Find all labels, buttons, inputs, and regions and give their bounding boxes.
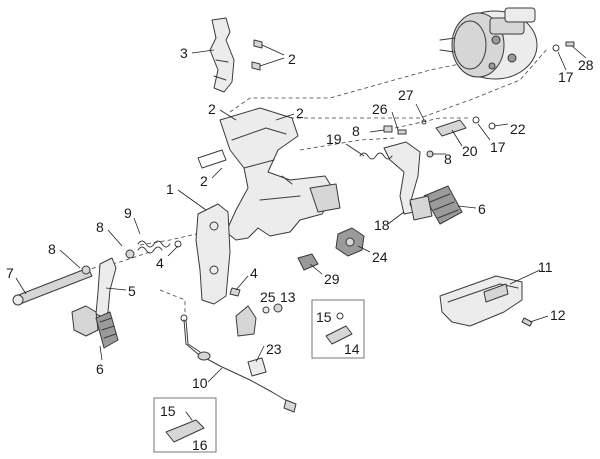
callout-27: 27 bbox=[398, 87, 414, 103]
callout-2-top: 2 bbox=[288, 51, 296, 67]
callout-6-right: 6 bbox=[478, 201, 486, 217]
callout-4-lower: 4 bbox=[250, 265, 258, 281]
screw-12 bbox=[521, 317, 533, 327]
inset-box-14 bbox=[311, 299, 365, 359]
washer-4-left bbox=[174, 240, 182, 248]
clutch-cable bbox=[180, 314, 297, 413]
callout-20: 20 bbox=[462, 143, 478, 159]
callout-18: 18 bbox=[374, 217, 390, 233]
callout-17-mid: 17 bbox=[490, 139, 506, 155]
pedal-cover bbox=[439, 275, 523, 327]
callout-13: 13 bbox=[280, 289, 296, 305]
cable-bracket bbox=[235, 305, 257, 337]
callout-2-left: 2 bbox=[208, 101, 216, 117]
upper-bracket bbox=[209, 17, 235, 93]
pedal-support-plate bbox=[195, 203, 231, 305]
callout-25: 25 bbox=[260, 289, 276, 305]
pivot-shaft bbox=[12, 267, 93, 306]
bushes-8-left bbox=[81, 249, 135, 275]
callout-24: 24 bbox=[372, 249, 388, 265]
callout-15-inset: 15 bbox=[316, 309, 332, 325]
inset-box-16 bbox=[153, 397, 217, 453]
callout-23: 23 bbox=[266, 341, 282, 357]
callout-3: 3 bbox=[180, 45, 188, 61]
callout-6-left: 6 bbox=[96, 361, 104, 377]
callout-22: 22 bbox=[510, 121, 526, 137]
callout-16: 16 bbox=[192, 437, 208, 453]
callout-12: 12 bbox=[550, 307, 566, 323]
brake-pedal bbox=[383, 141, 463, 225]
callout-8-right: 8 bbox=[444, 151, 452, 167]
callout-8-upper: 8 bbox=[96, 219, 104, 235]
bolts-2-top bbox=[251, 39, 263, 71]
callout-29: 29 bbox=[324, 271, 340, 287]
callout-9: 9 bbox=[124, 205, 132, 221]
callout-11: 11 bbox=[538, 259, 553, 275]
callout-15-lower-inset: 15 bbox=[160, 403, 176, 419]
callout-4-left: 4 bbox=[156, 255, 164, 271]
return-spring-19 bbox=[359, 152, 393, 160]
callout-2-right: 2 bbox=[296, 105, 304, 121]
callout-14: 14 bbox=[344, 341, 360, 357]
pedal-box-frame bbox=[197, 107, 341, 241]
callout-7: 7 bbox=[6, 265, 14, 281]
callout-1: 1 bbox=[166, 181, 174, 197]
pedal-position-sensor bbox=[335, 227, 365, 257]
callout-26: 26 bbox=[372, 101, 388, 117]
callout-8-left: 8 bbox=[48, 241, 56, 257]
washer-17-top bbox=[552, 41, 575, 52]
nuts-25-13 bbox=[262, 303, 283, 314]
stop-light-switch bbox=[297, 253, 319, 271]
callout-17-top: 17 bbox=[558, 69, 574, 85]
callout-8-right-top: 8 bbox=[352, 123, 360, 139]
callout-28: 28 bbox=[578, 57, 594, 73]
return-spring-9 bbox=[137, 240, 171, 254]
bolt-4-lower bbox=[229, 287, 241, 297]
callout-2-lower: 2 bbox=[200, 173, 208, 189]
callout-5: 5 bbox=[128, 283, 136, 299]
callout-19: 19 bbox=[326, 131, 342, 147]
assembly-dashed-lines bbox=[84, 47, 549, 315]
brake-booster bbox=[439, 7, 538, 80]
leader-lines bbox=[15, 44, 587, 383]
callout-10: 10 bbox=[192, 375, 208, 391]
callout-numbers: 3 2 2 2 2 1 9 8 8 7 5 6 4 4 19 8 26 27 8… bbox=[6, 45, 594, 453]
